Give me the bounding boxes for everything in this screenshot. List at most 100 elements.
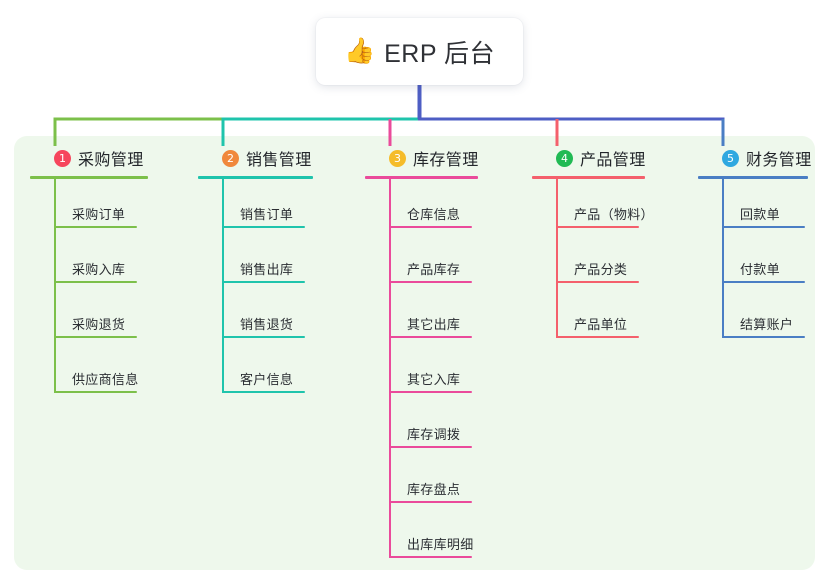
leaf-node-label: 采购入库 (72, 262, 126, 277)
leaf-node-label: 销售出库 (240, 262, 294, 277)
branch-column-1: 1 采购管理采购订单采购入库采购退货供应商信息 (30, 146, 148, 399)
leaf-node[interactable]: 销售退货 (198, 289, 313, 344)
leaf-node[interactable]: 出库库明细 (365, 509, 479, 564)
leaf-node-rule (556, 336, 639, 338)
leaf-node[interactable]: 产品库存 (365, 234, 479, 289)
leaf-node[interactable]: 库存调拨 (365, 399, 479, 454)
leaf-node-rule (722, 226, 805, 228)
leaf-node[interactable]: 销售订单 (198, 179, 313, 234)
branch-number-badge: 2 (222, 149, 239, 167)
leaf-node-label: 客户信息 (240, 372, 294, 387)
root-node-label: ERP 后台 (384, 39, 496, 68)
leaf-node[interactable]: 销售出库 (198, 234, 313, 289)
leaf-node-rule (389, 391, 472, 393)
branch-items: 仓库信息产品库存其它出库其它入库库存调拨库存盘点出库库明细 (365, 179, 479, 564)
leaf-node-label: 结算账户 (740, 317, 794, 332)
branch-title: 销售管理 (246, 152, 312, 169)
branch-number-badge: 5 (722, 149, 739, 167)
branch-title: 采购管理 (78, 152, 144, 169)
leaf-node[interactable]: 付款单 (698, 234, 812, 289)
branch-number-badge: 4 (556, 149, 573, 167)
leaf-node[interactable]: 产品（物料） (532, 179, 654, 234)
leaf-node[interactable]: 其它入库 (365, 344, 479, 399)
branch-items: 回款单付款单结算账户 (698, 179, 812, 344)
leaf-node-label: 供应商信息 (72, 372, 139, 387)
leaf-node-label: 其它出库 (407, 317, 461, 332)
leaf-node[interactable]: 其它出库 (365, 289, 479, 344)
branch-header-2[interactable]: 2 销售管理 (198, 146, 313, 170)
leaf-node-rule (389, 281, 472, 283)
branch-title: 财务管理 (746, 152, 812, 169)
leaf-node-rule (389, 336, 472, 338)
leaf-node-rule (222, 281, 305, 283)
leaf-node-rule (54, 281, 137, 283)
leaf-node-rule (389, 226, 472, 228)
leaf-node-label: 产品分类 (574, 262, 628, 277)
branch-column-5: 5 财务管理回款单付款单结算账户 (698, 146, 812, 344)
leaf-node-rule (54, 391, 137, 393)
branch-items: 产品（物料） 产品分类产品单位 (532, 179, 654, 344)
leaf-node[interactable]: 仓库信息 (365, 179, 479, 234)
leaf-node-rule (222, 336, 305, 338)
leaf-node-rule (389, 446, 472, 448)
branch-header-rule (698, 176, 808, 179)
leaf-node-rule (54, 226, 137, 228)
branch-column-3: 3 库存管理仓库信息产品库存其它出库其它入库库存调拨库存盘点出库库明细 (365, 146, 479, 564)
leaf-node-label: 产品库存 (407, 262, 461, 277)
branch-title: 库存管理 (413, 152, 479, 169)
leaf-node-label: 采购订单 (72, 207, 126, 222)
branch-header-5[interactable]: 5 财务管理 (698, 146, 812, 170)
leaf-node-label: 产品单位 (574, 317, 628, 332)
leaf-node-rule (389, 501, 472, 503)
leaf-node[interactable]: 供应商信息 (30, 344, 148, 399)
leaf-node[interactable]: 采购入库 (30, 234, 148, 289)
thumbs-up-icon: 👍 (343, 37, 376, 65)
branch-spine (54, 179, 56, 393)
leaf-node-rule (556, 281, 639, 283)
branch-number-badge: 1 (54, 149, 71, 167)
branch-header-rule (365, 176, 478, 179)
leaf-node-rule (222, 391, 305, 393)
leaf-node-label: 销售订单 (240, 207, 294, 222)
branch-header-rule (198, 176, 313, 179)
leaf-node-label: 库存盘点 (407, 482, 461, 497)
leaf-node[interactable]: 回款单 (698, 179, 812, 234)
leaf-node-label: 出库库明细 (407, 537, 474, 552)
leaf-node[interactable]: 库存盘点 (365, 454, 479, 509)
branch-spine (389, 179, 391, 558)
leaf-node-rule (54, 336, 137, 338)
leaf-node-label: 采购退货 (72, 317, 126, 332)
branch-header-rule (532, 176, 645, 179)
leaf-node-label: 仓库信息 (407, 207, 461, 222)
branch-header-3[interactable]: 3 库存管理 (365, 146, 479, 170)
leaf-node-label: 回款单 (740, 207, 780, 222)
leaf-node[interactable]: 产品单位 (532, 289, 646, 344)
leaf-node-rule (556, 226, 639, 228)
root-node-card[interactable]: 👍 ERP 后台 (316, 18, 523, 85)
leaf-node-rule (389, 556, 472, 558)
leaf-node-label: 付款单 (740, 262, 780, 277)
leaf-node-label: 产品（物料） (574, 207, 654, 222)
leaf-node-rule (722, 336, 805, 338)
leaf-node[interactable]: 产品分类 (532, 234, 646, 289)
leaf-node[interactable]: 客户信息 (198, 344, 313, 399)
branches-panel (14, 136, 815, 570)
leaf-node[interactable]: 采购退货 (30, 289, 148, 344)
branch-spine (722, 179, 724, 338)
branch-header-rule (30, 176, 148, 179)
leaf-node-label: 库存调拨 (407, 427, 461, 442)
leaf-node-rule (722, 281, 805, 283)
branch-column-2: 2 销售管理销售订单销售出库销售退货客户信息 (198, 146, 313, 399)
branch-number-badge: 3 (389, 149, 406, 167)
leaf-node-label: 其它入库 (407, 372, 461, 387)
leaf-node[interactable]: 结算账户 (698, 289, 812, 344)
branch-header-1[interactable]: 1 采购管理 (30, 146, 148, 170)
leaf-node-rule (222, 226, 305, 228)
branch-spine (556, 179, 558, 338)
leaf-node[interactable]: 采购订单 (30, 179, 148, 234)
branch-spine (222, 179, 224, 393)
leaf-node-label: 销售退货 (240, 317, 294, 332)
branch-items: 销售订单销售出库销售退货客户信息 (198, 179, 313, 399)
